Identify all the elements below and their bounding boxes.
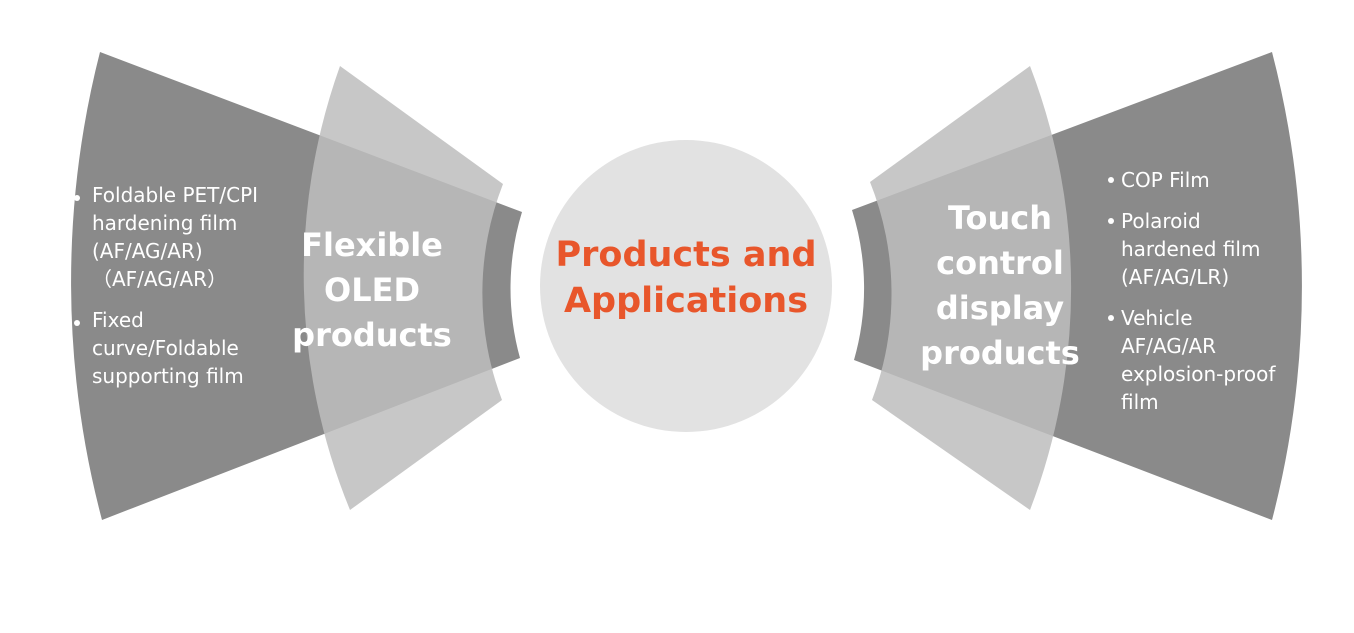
center-circle — [540, 140, 832, 432]
center-title: Products and Applications — [545, 232, 827, 324]
left-outer-fan — [71, 52, 522, 520]
left-bullet-list: Foldable PET/CPI hardening film (AF/AG/A… — [68, 181, 288, 403]
right-bullet-item: Vehicle AF/AG/AR explosion-proof film — [1107, 304, 1317, 416]
right-inner-fan — [870, 66, 1072, 510]
bullet-dot-icon — [1108, 315, 1114, 321]
center-title-line: Applications — [563, 281, 809, 321]
bullet-line: explosion-proof — [1121, 362, 1276, 386]
bullet-line: Fixed — [92, 308, 144, 332]
center-title-line: Products and — [555, 235, 817, 275]
right-bullet-list: COP Film Polaroid hardened film (AF/AG/L… — [1107, 166, 1317, 429]
left-bullet-item: Fixed curve/Foldable supporting film — [68, 306, 288, 390]
right-bullet-item: COP Film — [1107, 166, 1317, 194]
right-title-line: control — [936, 244, 1064, 282]
bullet-line: AF/AG/AR — [1121, 334, 1217, 358]
right-title-line: display — [935, 289, 1065, 327]
bullet-line: film — [1121, 390, 1159, 414]
right-section-title: Touch control display products — [905, 196, 1095, 376]
right-bullet-item: Polaroid hardened film (AF/AG/LR) — [1107, 207, 1317, 291]
bullet-line: (AF/AG/LR) — [1121, 265, 1230, 289]
bullet-dot-icon — [74, 320, 80, 326]
bullet-line: COP Film — [1121, 168, 1210, 192]
left-title-line: OLED — [323, 271, 420, 309]
bullet-line: Foldable PET/CPI — [92, 183, 259, 207]
left-title-line: Flexible — [301, 226, 443, 264]
bullet-line: supporting film — [92, 364, 244, 388]
bullet-dot-icon — [1108, 218, 1114, 224]
bullet-line: Vehicle — [1121, 306, 1193, 330]
bullet-line: （AF/AG/AR） — [92, 267, 228, 291]
bullet-line: Polaroid — [1121, 209, 1201, 233]
bullet-dot-icon — [74, 195, 80, 201]
left-section-title: Flexible OLED products — [282, 223, 462, 358]
bullet-line: hardening film — [92, 211, 238, 235]
left-inner-fan — [303, 66, 503, 510]
right-title-line: products — [920, 334, 1080, 372]
bullet-line: curve/Foldable — [92, 336, 239, 360]
bullet-line: (AF/AG/AR) — [92, 239, 203, 263]
left-title-line: products — [292, 316, 452, 354]
bullet-line: hardened film — [1121, 237, 1261, 261]
left-bullet-item: Foldable PET/CPI hardening film (AF/AG/A… — [68, 181, 288, 293]
right-title-line: Touch — [947, 199, 1053, 237]
bullet-dot-icon — [1108, 177, 1114, 183]
